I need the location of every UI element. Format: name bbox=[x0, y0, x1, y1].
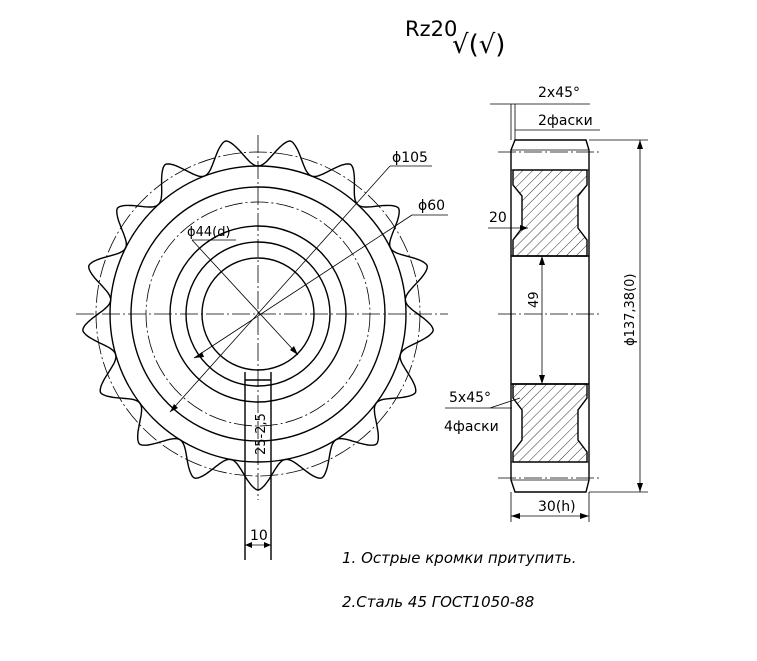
d105-leader bbox=[169, 165, 391, 413]
chamfer-large-count: 4фаски bbox=[444, 419, 499, 435]
roughness-symbol: Rz20 √(√) bbox=[405, 17, 505, 60]
section-outline bbox=[510, 139, 590, 493]
width-label: 30(h) bbox=[538, 499, 576, 515]
roughness-check-symbol: √(√) bbox=[452, 30, 505, 60]
d105-label: ϕ105 bbox=[392, 150, 428, 166]
arrow bbox=[637, 483, 643, 492]
roughness-label: Rz20 bbox=[405, 17, 457, 41]
d44-label: ϕ44(d) bbox=[187, 225, 231, 240]
bore-height-label: 49 bbox=[527, 291, 542, 308]
chamfer-large-leader bbox=[489, 397, 521, 409]
arrow bbox=[580, 513, 589, 519]
front-view: ϕ105 ϕ60 ϕ44(d) 25-2,5 10 bbox=[76, 135, 448, 560]
hub-thickness-label: 20 bbox=[489, 210, 507, 226]
arrow bbox=[194, 352, 204, 358]
chamfer-small-count: 2фаски bbox=[538, 113, 593, 129]
arrow bbox=[520, 225, 528, 231]
chamfer-large-label: 5x45° bbox=[449, 390, 491, 406]
note-1: 1. Острые кромки притупить. bbox=[342, 549, 576, 567]
key-width-label: 10 bbox=[250, 528, 268, 544]
arrow bbox=[290, 346, 298, 355]
d60-label: ϕ60 bbox=[418, 198, 445, 214]
outer-diameter-label: ϕ137,38(0) bbox=[623, 274, 638, 346]
d44-leader bbox=[191, 239, 299, 356]
arrow bbox=[511, 513, 520, 519]
arrow bbox=[264, 542, 271, 548]
section-view: 2x45° 2фаски 20 49 5x45° 4фаски ϕ137,38(… bbox=[444, 85, 648, 522]
keyway-depth-label: 25-2,5 bbox=[254, 413, 269, 455]
note-2: 2.Сталь 45 ГОСТ1050-88 bbox=[342, 593, 534, 611]
chamfer-small-label: 2x45° bbox=[538, 85, 580, 101]
d60-leader bbox=[193, 214, 413, 359]
upper-hatched-section bbox=[512, 169, 588, 257]
lower-hatched-section bbox=[512, 383, 588, 463]
arrow bbox=[245, 542, 252, 548]
arrow bbox=[539, 256, 545, 265]
arrow bbox=[539, 375, 545, 384]
arrow bbox=[170, 404, 178, 412]
arrow bbox=[637, 140, 643, 149]
